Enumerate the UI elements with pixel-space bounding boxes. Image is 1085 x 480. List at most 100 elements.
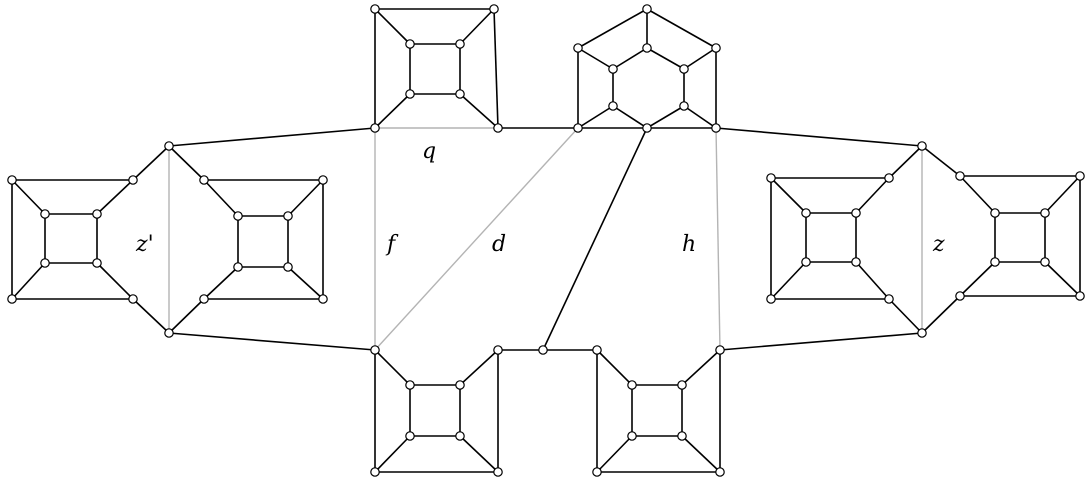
vertex-bl4 bbox=[370, 467, 380, 477]
vertex-bl8 bbox=[405, 431, 415, 441]
vertex-tc2 bbox=[489, 4, 499, 14]
edge-rl2-rl6 bbox=[855, 177, 890, 214]
vertex-br2 bbox=[715, 345, 725, 355]
edge-hx9-hx4 bbox=[646, 105, 685, 129]
vertex-rr1 bbox=[955, 171, 965, 181]
edge-lzb-lr4 bbox=[168, 298, 205, 334]
vertex-hx2 bbox=[711, 43, 721, 53]
vertex-hx5 bbox=[573, 123, 583, 133]
vertex-rzb bbox=[917, 328, 927, 338]
edge-lr2-lr6 bbox=[287, 179, 324, 217]
edge-lza-lr1 bbox=[168, 145, 205, 181]
edge-rl4-rl8 bbox=[770, 261, 807, 300]
vertex-bl7 bbox=[455, 431, 465, 441]
vertex-hx4 bbox=[642, 123, 652, 133]
vertex-hx1 bbox=[642, 4, 652, 14]
vertex-bl1 bbox=[370, 345, 380, 355]
vertex-ll3 bbox=[128, 294, 138, 304]
edge-rzb-rr4 bbox=[921, 295, 961, 334]
edge-hx6-hx12 bbox=[577, 47, 614, 70]
edge-rr4-rr8 bbox=[959, 261, 996, 297]
edge-lr3-lr7 bbox=[287, 266, 324, 300]
vertex-rl8 bbox=[801, 257, 811, 267]
edge-tc1-tc5 bbox=[374, 8, 411, 45]
highlighted-edge-hx5-bl1 bbox=[374, 127, 579, 351]
edges-layer bbox=[11, 8, 1081, 473]
edge-hx2-hx8 bbox=[683, 47, 717, 70]
vertex-rl6 bbox=[851, 208, 861, 218]
edge-label-q: q bbox=[422, 139, 436, 164]
vertex-rr6 bbox=[1040, 208, 1050, 218]
vertex-tc4 bbox=[370, 123, 380, 133]
vertex-lr2 bbox=[318, 175, 328, 185]
vertex-rl4 bbox=[766, 294, 776, 304]
vertex-br6 bbox=[677, 380, 687, 390]
edge-ll2-lza bbox=[132, 145, 170, 181]
edge-rl1-rl5 bbox=[770, 177, 807, 214]
vertex-tc3 bbox=[493, 123, 503, 133]
edge-label-f: f bbox=[385, 232, 399, 257]
vertex-lr1 bbox=[199, 175, 209, 185]
edge-rl3-rzb bbox=[888, 298, 923, 334]
edge-label-z: z bbox=[932, 232, 945, 257]
edge-ll3-lzb bbox=[132, 298, 170, 334]
labels-layer: q f d h z z' bbox=[135, 139, 945, 257]
edge-hx6-hx1 bbox=[577, 8, 648, 49]
vertex-ll8 bbox=[40, 258, 50, 268]
vertex-rr3 bbox=[1075, 291, 1085, 301]
vertex-rr8 bbox=[990, 257, 1000, 267]
vertex-bl5 bbox=[405, 380, 415, 390]
edge-bl2-bl6 bbox=[459, 349, 499, 386]
highlighted-edge-hx3-br2 bbox=[715, 127, 721, 351]
vertex-hx3 bbox=[711, 123, 721, 133]
edge-hx3-hx9 bbox=[683, 105, 717, 129]
edge-tc4-tc8 bbox=[374, 93, 411, 129]
edge-hx4-mid bbox=[542, 127, 648, 351]
edge-tc3-tc7 bbox=[459, 93, 499, 129]
nodes-layer bbox=[7, 4, 1085, 477]
vertex-lr5 bbox=[233, 211, 243, 221]
edge-br2-rzb bbox=[719, 332, 923, 351]
vertex-bl3 bbox=[493, 467, 503, 477]
edge-ll4-ll8 bbox=[11, 262, 46, 300]
edge-hx5-hx11 bbox=[577, 105, 614, 129]
edge-ll3-ll7 bbox=[96, 262, 134, 300]
vertex-rl7 bbox=[851, 257, 861, 267]
edge-br1-br5 bbox=[596, 349, 633, 386]
vertex-ll2 bbox=[128, 175, 138, 185]
edge-lr4-lr8 bbox=[203, 266, 239, 300]
vertex-rza bbox=[917, 141, 927, 151]
vertex-hx7 bbox=[642, 43, 652, 53]
vertex-hx12 bbox=[608, 64, 618, 74]
vertex-br4 bbox=[592, 467, 602, 477]
vertex-rl5 bbox=[801, 208, 811, 218]
edge-tc2-tc6 bbox=[459, 8, 495, 45]
vertex-lr8 bbox=[233, 262, 243, 272]
vertex-hx11 bbox=[608, 101, 618, 111]
vertex-rl2 bbox=[884, 173, 894, 183]
edge-lr1-lr5 bbox=[203, 179, 239, 217]
vertex-hx9 bbox=[679, 101, 689, 111]
vertex-ll1 bbox=[7, 175, 17, 185]
edge-rr1-rr5 bbox=[959, 175, 996, 214]
edge-rl3-rl7 bbox=[855, 261, 890, 300]
edge-hx4-hx11 bbox=[612, 105, 648, 129]
edge-lzb-bl1 bbox=[168, 332, 376, 351]
vertex-ll7 bbox=[92, 258, 102, 268]
vertex-lr3 bbox=[318, 294, 328, 304]
vertex-ll6 bbox=[92, 209, 102, 219]
edge-br2-br6 bbox=[681, 349, 721, 386]
edge-br4-br8 bbox=[596, 435, 633, 473]
edge-rr2-rr6 bbox=[1044, 175, 1081, 214]
vertex-br8 bbox=[627, 431, 637, 441]
vertex-rr2 bbox=[1075, 171, 1085, 181]
vertex-mid bbox=[538, 345, 548, 355]
vertex-br1 bbox=[592, 345, 602, 355]
vertex-br7 bbox=[677, 431, 687, 441]
edge-label-d: d bbox=[492, 232, 506, 257]
vertex-lza bbox=[164, 141, 174, 151]
edge-bl3-bl7 bbox=[459, 435, 499, 473]
vertex-rl1 bbox=[766, 173, 776, 183]
vertex-lr4 bbox=[199, 294, 209, 304]
